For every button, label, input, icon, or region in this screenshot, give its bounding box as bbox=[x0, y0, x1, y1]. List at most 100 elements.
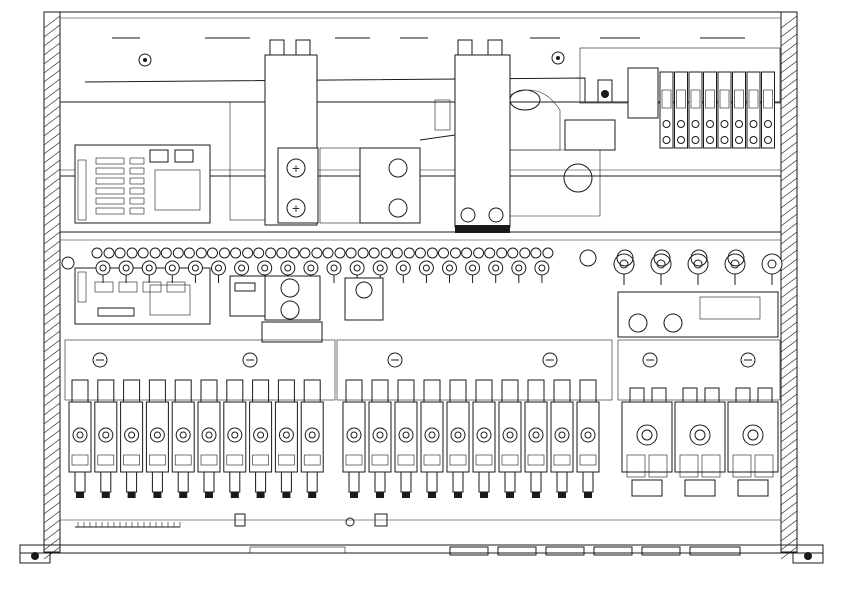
module bbox=[394, 379, 418, 498]
terminal-block bbox=[746, 71, 761, 149]
terminal-block-strip bbox=[579, 47, 781, 149]
top-dash-markers bbox=[112, 11, 745, 67]
plate-screw bbox=[387, 352, 403, 368]
plate-screw bbox=[92, 352, 108, 368]
terminal-block bbox=[659, 71, 674, 149]
module bbox=[342, 379, 366, 498]
terminal-block bbox=[761, 71, 775, 149]
board-connector bbox=[149, 149, 169, 163]
terminal-block bbox=[703, 71, 717, 149]
module bbox=[300, 379, 324, 498]
plate-screw bbox=[242, 352, 258, 368]
large-module bbox=[621, 387, 673, 497]
board-chip bbox=[149, 284, 191, 316]
module bbox=[420, 379, 444, 498]
connector-row-large bbox=[579, 249, 783, 285]
board-component bbox=[129, 207, 145, 215]
small-connector bbox=[253, 247, 277, 283]
module bbox=[524, 379, 548, 498]
front-panel bbox=[19, 544, 824, 564]
board-component bbox=[166, 281, 186, 293]
board-component bbox=[95, 187, 125, 195]
board-component bbox=[95, 167, 125, 175]
small-connector bbox=[438, 247, 461, 283]
small-connector bbox=[160, 247, 184, 283]
small-connector bbox=[391, 247, 415, 283]
control-board-upper bbox=[74, 144, 211, 224]
module bbox=[145, 379, 169, 498]
small-connector bbox=[183, 247, 207, 283]
board-connector bbox=[174, 149, 194, 163]
module bbox=[171, 379, 195, 498]
small-connector bbox=[322, 247, 346, 283]
module bbox=[249, 379, 273, 498]
bus-blocks bbox=[229, 275, 779, 343]
mount-screw bbox=[61, 256, 75, 270]
board-component bbox=[142, 281, 162, 293]
board-component bbox=[129, 197, 145, 205]
board-component bbox=[129, 167, 145, 175]
board-header bbox=[77, 159, 87, 221]
module bbox=[472, 379, 496, 498]
board-chip bbox=[154, 169, 201, 211]
small-connector bbox=[276, 247, 300, 283]
module bbox=[576, 379, 600, 498]
board-component bbox=[118, 281, 138, 293]
large-connector bbox=[727, 249, 783, 285]
small-connector bbox=[137, 247, 161, 283]
large-connector bbox=[653, 249, 709, 285]
large-connector bbox=[690, 249, 746, 285]
plate-screw bbox=[642, 352, 658, 368]
module bbox=[446, 379, 470, 498]
upper-assembly: + + bbox=[84, 39, 616, 233]
board-component bbox=[95, 177, 125, 185]
module bbox=[223, 379, 247, 498]
svg-text:+: + bbox=[291, 202, 300, 215]
connector-row-small bbox=[61, 247, 778, 283]
module bbox=[274, 379, 298, 498]
large-connector bbox=[616, 249, 672, 285]
small-connector bbox=[114, 247, 138, 283]
small-connector bbox=[91, 247, 115, 283]
large-connector bbox=[579, 249, 635, 285]
left-side-rail bbox=[43, 11, 61, 560]
modules bbox=[68, 379, 779, 498]
small-connector bbox=[507, 247, 531, 283]
module bbox=[120, 379, 144, 498]
board-component bbox=[129, 187, 145, 195]
small-connector bbox=[530, 247, 554, 283]
small-connector bbox=[207, 247, 230, 283]
board-component bbox=[95, 157, 125, 165]
module bbox=[498, 379, 522, 498]
board-component bbox=[94, 281, 114, 293]
module bbox=[368, 379, 392, 498]
board-connector bbox=[97, 307, 135, 317]
plate-screw bbox=[542, 352, 558, 368]
plate-screw bbox=[740, 352, 756, 368]
module bbox=[68, 379, 92, 498]
small-connector bbox=[414, 247, 438, 283]
small-connector bbox=[461, 247, 485, 283]
board-component bbox=[129, 157, 145, 165]
terminal-block bbox=[717, 71, 732, 149]
terminal-block bbox=[674, 71, 688, 149]
large-module bbox=[674, 387, 726, 497]
board-component bbox=[95, 197, 125, 205]
module bbox=[94, 379, 118, 498]
control-board-lower bbox=[74, 267, 211, 325]
board-header bbox=[77, 271, 87, 303]
terminal-block bbox=[732, 71, 746, 149]
module bbox=[197, 379, 221, 498]
module-plates bbox=[64, 339, 781, 401]
rear-strip bbox=[75, 513, 388, 528]
board-component bbox=[129, 177, 145, 185]
terminal-block bbox=[688, 71, 703, 149]
small-connector bbox=[484, 247, 508, 283]
module bbox=[550, 379, 574, 498]
svg-text:+: + bbox=[291, 162, 300, 175]
small-connector bbox=[299, 247, 323, 283]
large-module bbox=[727, 387, 779, 497]
right-side-rail bbox=[780, 11, 798, 560]
